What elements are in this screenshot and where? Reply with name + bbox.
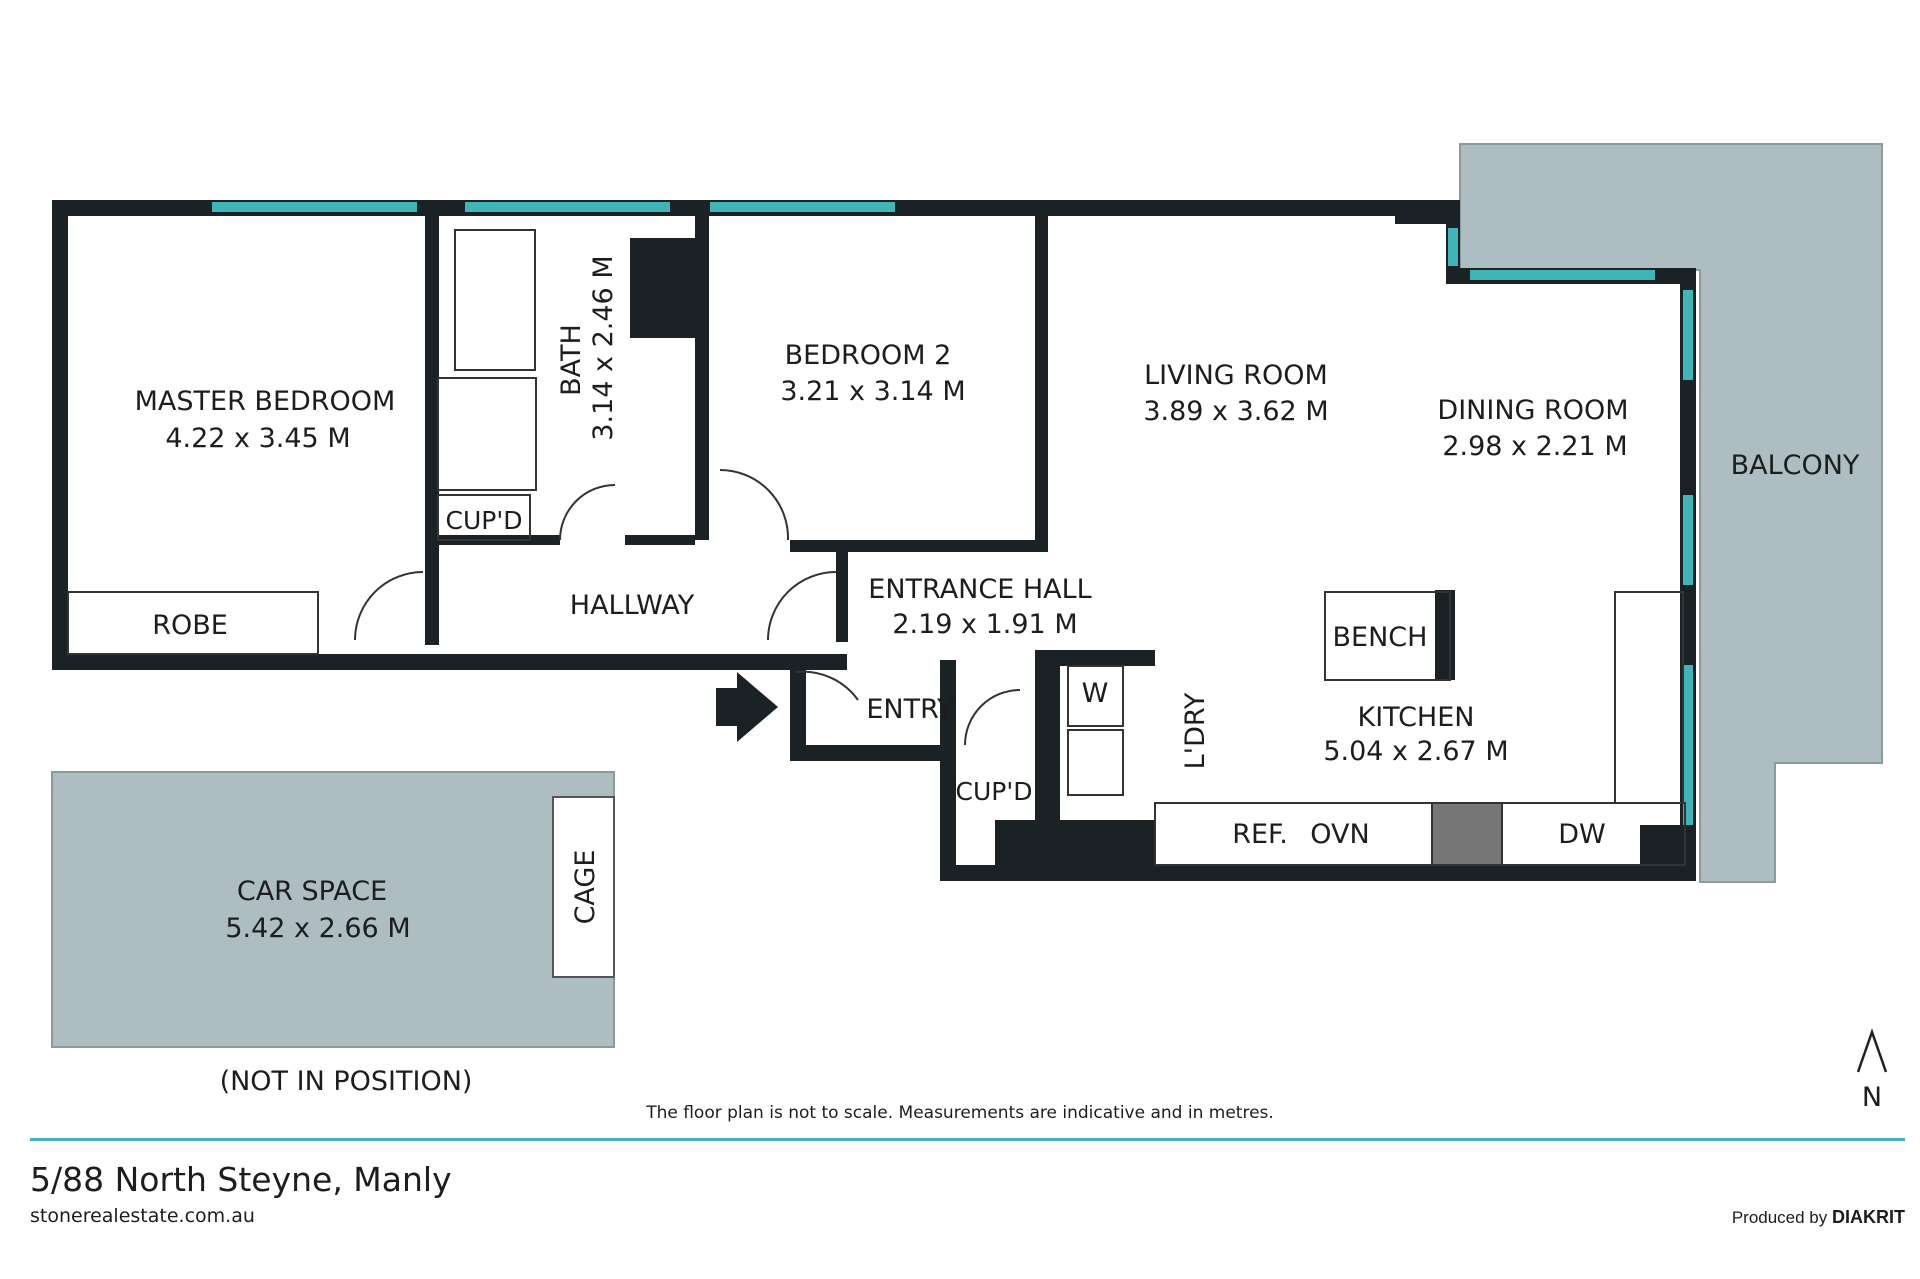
- cage-box: [552, 796, 615, 978]
- bathtub-area: [437, 377, 537, 491]
- windows: [212, 202, 1693, 825]
- website-link[interactable]: stonerealestate.com.au: [30, 1205, 255, 1227]
- brand-name: DIAKRIT: [1832, 1207, 1905, 1227]
- cupd-label: CUP'D: [446, 506, 523, 535]
- laundry-label: L'DRY: [1180, 692, 1211, 769]
- entrance-hall-size: 2.19 x 1.91 M: [892, 609, 1077, 640]
- shower: [454, 229, 536, 371]
- footer-divider: [30, 1138, 1905, 1141]
- door-swing: [719, 469, 790, 541]
- door-swing: [559, 484, 616, 541]
- bath-name: BATH: [556, 324, 587, 396]
- bench-label: BENCH: [1333, 622, 1428, 653]
- washer-label: W: [1082, 678, 1109, 709]
- washer-box: [1067, 665, 1124, 727]
- dining-name: DINING ROOM: [1437, 395, 1628, 426]
- entrance-hall-name: ENTRANCE HALL: [868, 574, 1091, 605]
- car-space-size: 5.42 x 2.66 M: [225, 913, 410, 944]
- living-name: LIVING ROOM: [1144, 360, 1328, 391]
- cupd2-label: CUP'D: [956, 777, 1033, 806]
- car-space-area: [51, 771, 615, 1048]
- entry-label: ENTRY: [866, 694, 954, 725]
- bench-box: [1324, 591, 1451, 681]
- hallway-label: HALLWAY: [570, 590, 695, 621]
- bedroom2-size: 3.21 x 3.14 M: [780, 376, 965, 407]
- entry-arrow-icon: [716, 672, 778, 742]
- robe-box: [67, 591, 319, 655]
- north-arrow-icon: [1856, 1028, 1888, 1073]
- living-size: 3.89 x 3.62 M: [1143, 396, 1328, 427]
- ref-label: REF.: [1232, 819, 1288, 850]
- property-address: 5/88 North Steyne, Manly: [30, 1160, 452, 1199]
- laundry-sink: [1067, 729, 1124, 796]
- not-in-position-label: (NOT IN POSITION): [220, 1066, 473, 1097]
- cooktop: [1431, 802, 1503, 866]
- cupd-box: [437, 494, 531, 541]
- door-swing: [964, 689, 1021, 746]
- produced-by-text: Produced by: [1731, 1208, 1828, 1227]
- sink-counter: [1614, 591, 1684, 804]
- balcony-area: [1459, 143, 1883, 883]
- bath-size: 3.14 x 2.46 M: [588, 255, 619, 440]
- door-swing: [767, 571, 837, 641]
- door-swing: [795, 670, 859, 701]
- oven-label: OVN: [1310, 819, 1369, 850]
- produced-by: Produced by DIAKRIT: [1732, 1207, 1905, 1228]
- north-label: N: [1862, 1082, 1882, 1113]
- master-bedroom-name: MASTER BEDROOM: [135, 386, 396, 417]
- door-swing: [354, 571, 424, 641]
- disclaimer: The floor plan is not to scale. Measurem…: [646, 1103, 1274, 1123]
- bedroom2-name: BEDROOM 2: [785, 340, 952, 371]
- kitchen-size: 5.04 x 2.67 M: [1323, 736, 1508, 767]
- master-bedroom-size: 4.22 x 3.45 M: [165, 423, 350, 454]
- dishwasher-label: DW: [1558, 819, 1606, 850]
- dining-size: 2.98 x 2.21 M: [1442, 431, 1627, 462]
- balcony-name: BALCONY: [1731, 450, 1860, 481]
- kitchen-name: KITCHEN: [1358, 702, 1475, 733]
- kitchen-counter: [1154, 802, 1686, 866]
- car-space-name: CAR SPACE: [237, 876, 387, 907]
- robe-label: ROBE: [152, 610, 228, 641]
- cage-label: CAGE: [570, 850, 601, 925]
